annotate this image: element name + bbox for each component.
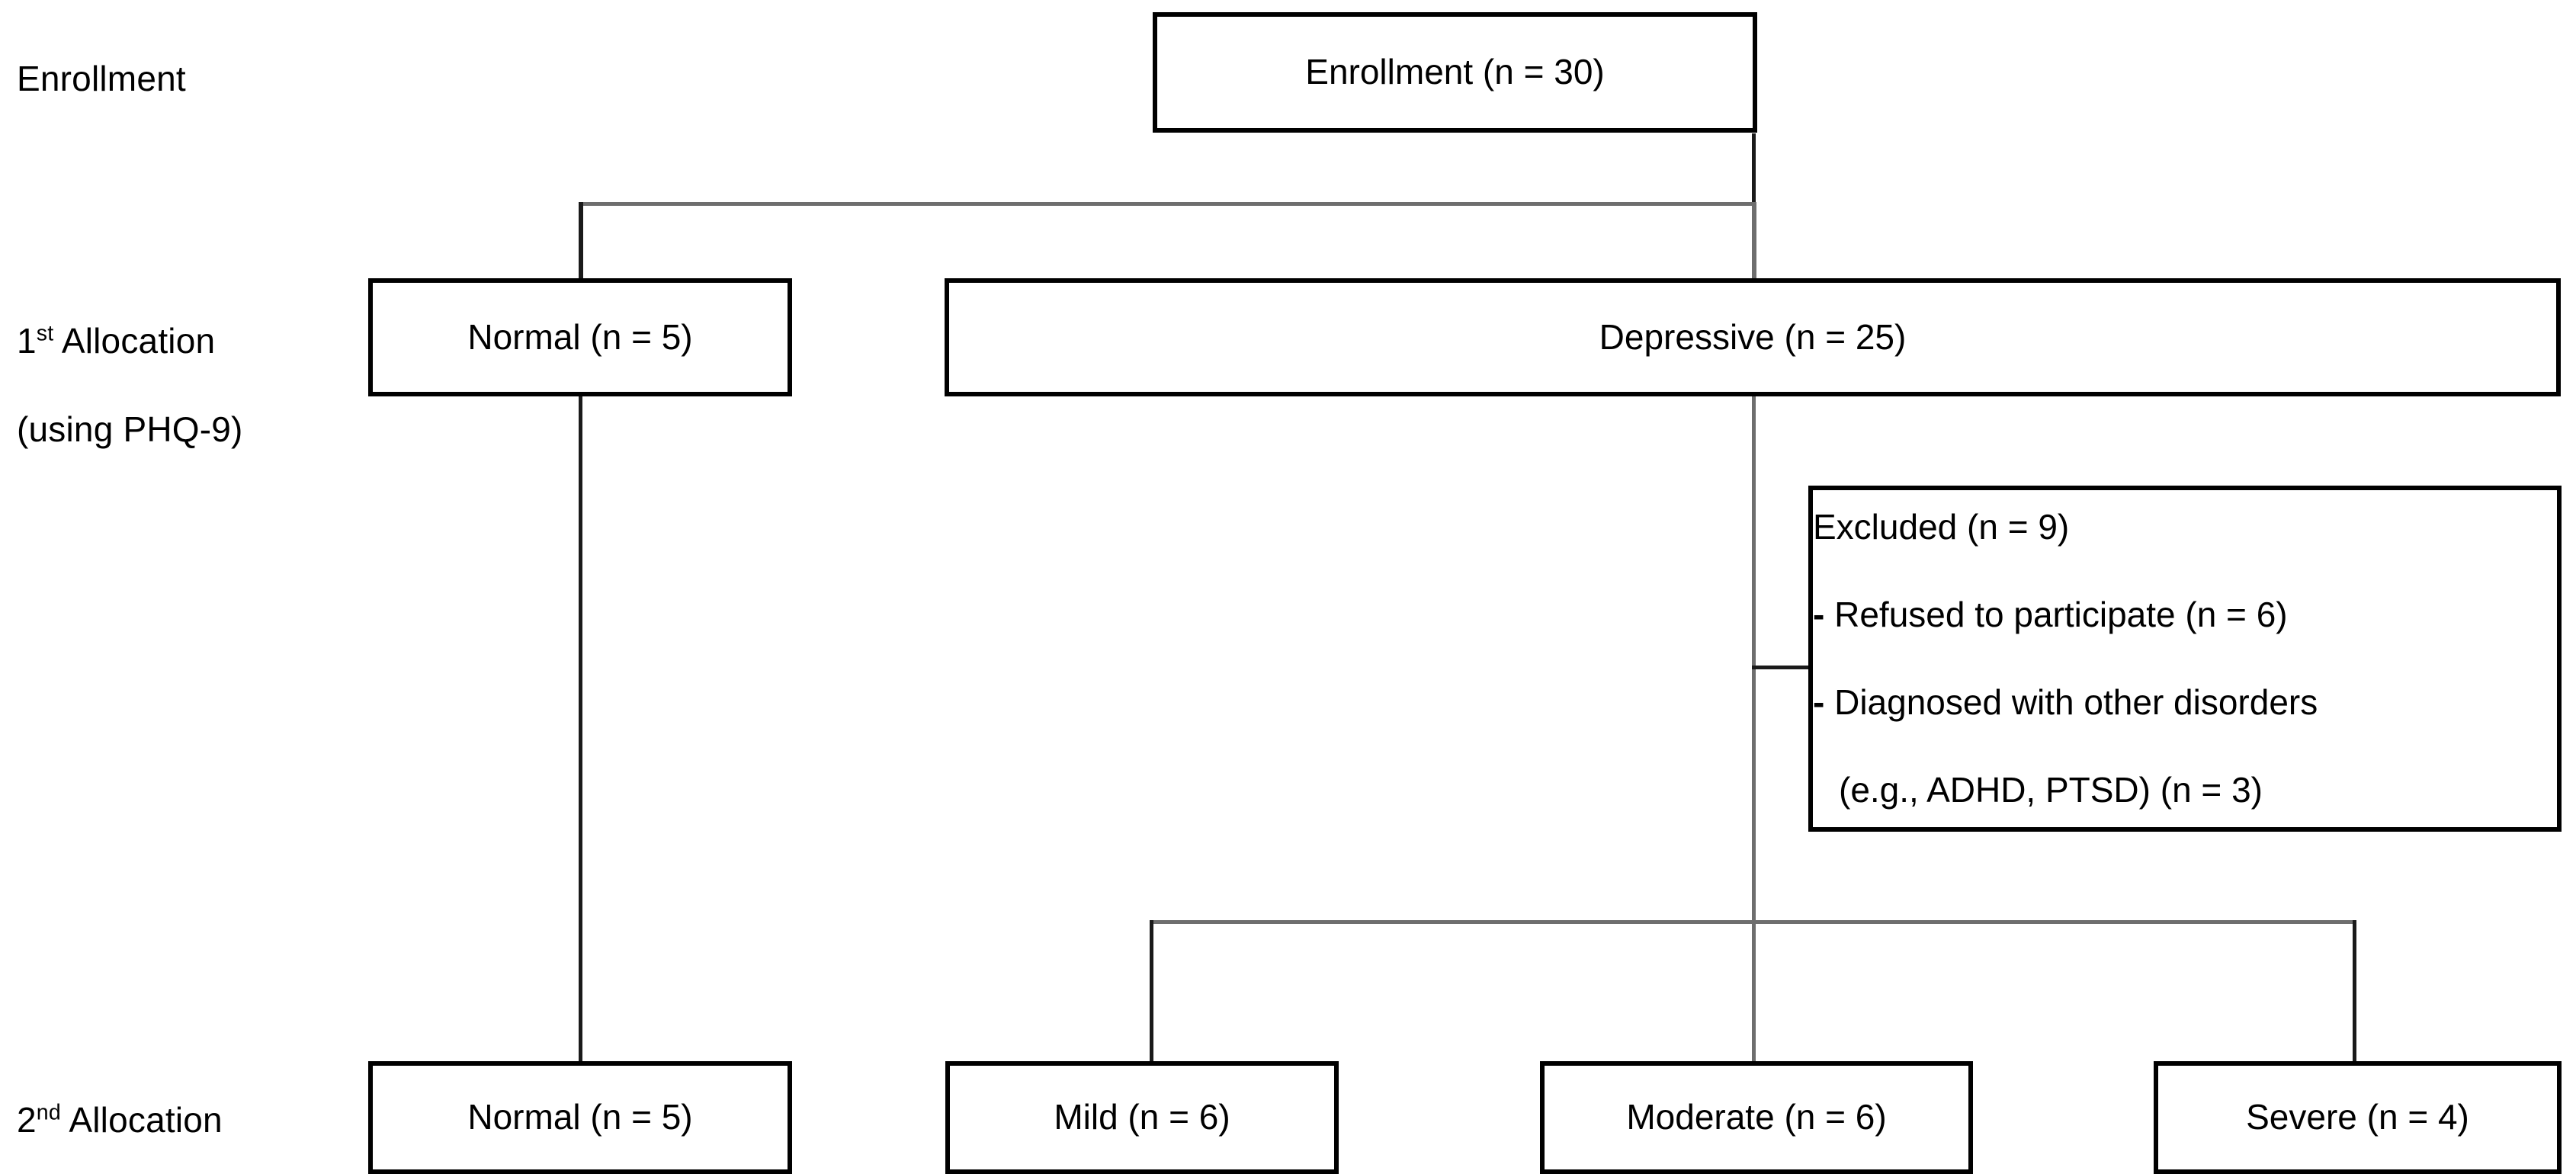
node-excluded-item-1: - Refused to participate (n = 6) (1813, 593, 2318, 637)
stage-label-first-allocation-line2: (using PHQ-9) (17, 409, 243, 449)
connector-depressive-spine (1752, 395, 1756, 1062)
stage-label-enrollment-text: Enrollment (17, 59, 186, 98)
stage-label-second-allocation: 2nd Allocation (using SCID-5) (17, 1054, 367, 1174)
node-excluded[interactable]: Excluded (n = 9) - Refused to participat… (1808, 486, 2562, 832)
stage-label-enrollment: Enrollment (17, 12, 345, 101)
node-severe-label: Severe (n = 4) (2246, 1097, 2469, 1137)
connector-enrollment-stem (1752, 133, 1756, 206)
node-enrollment[interactable]: Enrollment (n = 30) (1153, 12, 1757, 133)
connector-to-mild (1150, 920, 1153, 1062)
connector-normal-first-to-second (579, 395, 582, 1062)
node-enrollment-label: Enrollment (n = 30) (1305, 52, 1605, 92)
connector-depressive-to-excluded (1752, 666, 1813, 669)
node-mild[interactable]: Mild (n = 6) (945, 1061, 1339, 1174)
node-excluded-item-2-continuation: (e.g., ADHD, PTSD) (n = 3) (1839, 769, 2263, 810)
connector-to-severe (2353, 920, 2356, 1062)
node-moderate[interactable]: Moderate (n = 6) (1540, 1061, 1973, 1174)
node-normal-first-allocation[interactable]: Normal (n = 5) (368, 278, 792, 396)
bullet-dash-icon: - (1813, 682, 1835, 722)
connector-allocation1-split-bar (579, 202, 1756, 206)
node-excluded-item-1-text: Refused to participate (n = 6) (1834, 594, 2288, 634)
node-depressive[interactable]: Depressive (n = 25) (945, 278, 2561, 396)
connector-to-depressive (1752, 202, 1756, 280)
node-normal-second-allocation[interactable]: Normal (n = 5) (368, 1061, 792, 1174)
node-excluded-item-2: - Diagnosed with other disorders (1813, 681, 2318, 725)
stage-label-first-allocation: 1st Allocation (using PHQ-9) (17, 274, 352, 496)
stage-label-first-allocation-line1: 1st Allocation (17, 321, 216, 361)
node-severe[interactable]: Severe (n = 4) (2154, 1061, 2562, 1174)
ordinal-suffix-nd: nd (36, 1100, 61, 1125)
connector-allocation2-split-bar (1150, 920, 2356, 924)
bullet-dash-icon: - (1813, 594, 1835, 634)
node-depressive-label: Depressive (n = 25) (1599, 316, 1907, 357)
connector-to-normal-first (579, 202, 583, 280)
ordinal-suffix-st: st (36, 321, 54, 346)
node-mild-label: Mild (n = 6) (1054, 1097, 1230, 1137)
node-excluded-title: Excluded (n = 9) (1813, 506, 2070, 547)
node-excluded-item-2-text: Diagnosed with other disorders (1834, 682, 2318, 722)
node-moderate-label: Moderate (n = 6) (1626, 1097, 1887, 1137)
node-normal-second-label: Normal (n = 5) (467, 1097, 693, 1137)
node-excluded-content: Excluded (n = 9) - Refused to participat… (1813, 461, 2318, 856)
node-normal-first-label: Normal (n = 5) (467, 316, 693, 357)
stage-label-second-allocation-line1: 2nd Allocation (17, 1100, 223, 1140)
